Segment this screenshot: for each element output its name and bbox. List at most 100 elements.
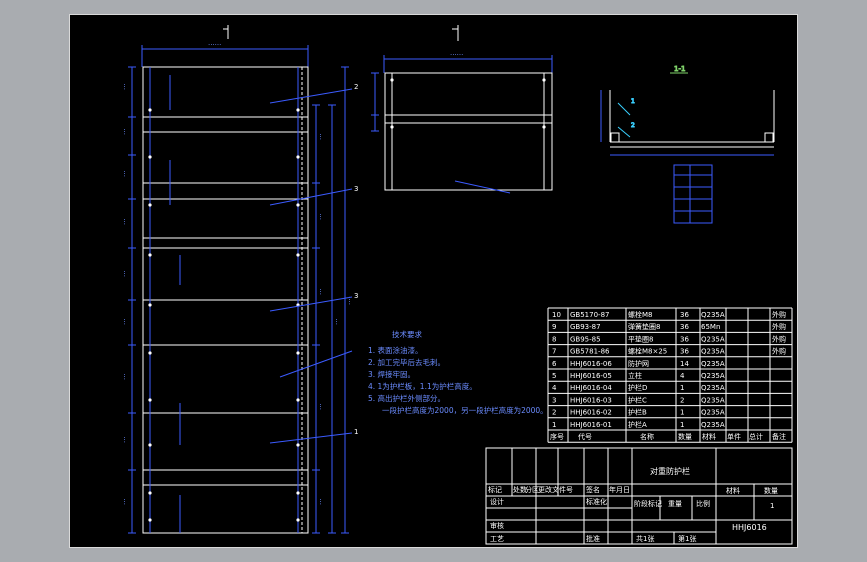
- bom-cell-code: HHJ6016-03: [570, 396, 612, 404]
- svg-text:2: 2: [631, 122, 635, 129]
- svg-text:····: ····: [346, 296, 354, 305]
- svg-text:···: ···: [121, 436, 129, 443]
- svg-text:2: 2: [354, 83, 358, 91]
- bom-cell-name: 弹簧垫圈8: [628, 322, 660, 331]
- bom-cell-name: 护栏C: [628, 395, 647, 404]
- bom-cell-material: 65Mn: [701, 323, 720, 331]
- bom-header-cell: 材料: [702, 432, 716, 441]
- bom-cell-qty: 1: [680, 409, 684, 417]
- bom-cell-code: HHJ6016-05: [570, 372, 612, 380]
- bom-cell-qty: 1: [680, 384, 684, 392]
- bom-cell-qty: 4: [680, 372, 685, 380]
- bom-cell-name: 螺栓M8×25: [628, 347, 667, 356]
- bom-cell-remark: 外购: [772, 310, 786, 319]
- bom-cell-name: 防护网: [628, 359, 649, 368]
- bom-cell-index: 8: [552, 335, 556, 343]
- svg-text:1: 1: [354, 428, 358, 436]
- svg-text:···: ···: [317, 213, 325, 220]
- bom-cell-qty: 14: [680, 360, 689, 368]
- svg-text:3: 3: [354, 185, 358, 193]
- section-detail: 1-1 1 2: [600, 65, 775, 156]
- bom-cell-qty: 36: [680, 335, 689, 343]
- svg-text:1: 1: [631, 98, 635, 105]
- bom-cell-material: Q235A: [701, 384, 725, 392]
- bom-cell-index: 9: [552, 323, 556, 331]
- drawing-sheet: ··· ···: [69, 14, 798, 548]
- svg-text:···: ···: [333, 318, 341, 325]
- bom-cell-name: 立柱: [628, 371, 642, 380]
- svg-text:重量: 重量: [668, 500, 682, 508]
- bom-header-cell: 备注: [772, 432, 786, 441]
- symbol-table: [673, 164, 713, 224]
- svg-text:1-1: 1-1: [674, 65, 685, 73]
- svg-text:···: ···: [121, 218, 129, 225]
- bom-cell-code: HHJ6016-02: [570, 409, 612, 417]
- bom-cell-index: 6: [552, 360, 557, 368]
- svg-text:处数: 处数: [513, 485, 527, 494]
- bom-cell-index: 7: [552, 348, 556, 356]
- bom-cell-qty: 36: [680, 311, 689, 319]
- technical-notes: 技术要求 1. 表面涂油漆。 2. 加工完毕后去毛刺。 3. 焊接牢固。 4. …: [368, 329, 548, 415]
- svg-text:阶段标记: 阶段标记: [634, 499, 662, 508]
- bom-cell-code: HHJ6016-01: [570, 421, 612, 429]
- svg-text:第1张: 第1张: [678, 534, 696, 543]
- svg-text:数量: 数量: [764, 486, 778, 495]
- bom-cell-code: GB5170-87: [570, 311, 609, 319]
- svg-text:···: ···: [121, 270, 129, 277]
- svg-text:标准化: 标准化: [586, 497, 607, 506]
- svg-text:批准: 批准: [586, 534, 600, 543]
- bom-cell-name: 护栏A: [628, 420, 647, 429]
- svg-text:1. 表面涂油漆。: 1. 表面涂油漆。: [368, 345, 423, 355]
- svg-text:1: 1: [770, 502, 774, 510]
- svg-text:工艺: 工艺: [490, 535, 504, 543]
- svg-text:3: 3: [354, 292, 358, 300]
- bom-cell-qty: 1: [680, 421, 684, 429]
- bom-cell-remark: 外购: [772, 322, 786, 331]
- bom-cell-qty: 36: [680, 348, 689, 356]
- bom-cell-material: Q235A: [701, 360, 725, 368]
- bom-cell-index: 3: [552, 396, 556, 404]
- bom-cell-material: Q235A: [701, 372, 725, 380]
- svg-text:······: ······: [450, 51, 463, 59]
- bom-cell-index: 4: [552, 384, 557, 392]
- bom-cell-code: HHJ6016-04: [570, 384, 612, 392]
- svg-text:审核: 审核: [490, 521, 504, 530]
- title-block: 对重防护栏 HHJ6016 标记 处数 分区 更改文件号 签名 年月日 设计 审…: [485, 447, 793, 545]
- svg-text:······: ······: [208, 41, 221, 49]
- bom-cell-code: HHJ6016-06: [570, 360, 612, 368]
- svg-text:比例: 比例: [696, 499, 710, 508]
- bom-cell-index: 1: [552, 421, 556, 429]
- svg-text:对重防护栏: 对重防护栏: [650, 466, 690, 476]
- bom-cell-name: 护栏B: [628, 408, 647, 417]
- bom-cell-remark: 外购: [772, 347, 786, 356]
- svg-text:年月日: 年月日: [609, 485, 630, 494]
- bom-cell-index: 2: [552, 409, 556, 417]
- bom-cell-material: Q235A: [701, 335, 725, 343]
- svg-text:技术要求: 技术要求: [392, 329, 422, 339]
- bom-cell-qty: 36: [680, 323, 689, 331]
- svg-text:···: ···: [121, 318, 129, 325]
- svg-text:2. 加工完毕后去毛刺。: 2. 加工完毕后去毛刺。: [368, 357, 445, 367]
- svg-text:HHJ6016: HHJ6016: [732, 523, 767, 532]
- bom-header-cell: 单件: [727, 432, 741, 441]
- svg-text:更改文件号: 更改文件号: [538, 485, 573, 494]
- bom-header-cell: 总计: [749, 432, 763, 441]
- bom-header-cell: 序号: [550, 432, 564, 441]
- svg-text:共1张: 共1张: [636, 534, 654, 543]
- svg-text:设计: 设计: [490, 497, 504, 506]
- bom-cell-code: GB5781-86: [570, 348, 610, 356]
- bom-header-cell: 名称: [640, 432, 654, 441]
- svg-text:···: ···: [121, 83, 129, 90]
- svg-text:4. 1为护栏板，1.1为护栏高度。: 4. 1为护栏板，1.1为护栏高度。: [368, 381, 477, 391]
- svg-text:···: ···: [317, 403, 325, 410]
- bom-cell-index: 10: [552, 311, 561, 319]
- bom-cell-material: Q235A: [701, 348, 725, 356]
- bom-cell-qty: 2: [680, 396, 684, 404]
- bom-cell-remark: 外购: [772, 334, 786, 343]
- bom-cell-code: GB93-87: [570, 323, 601, 331]
- bom-cell-name: 护栏D: [628, 383, 647, 392]
- bom-cell-material: Q235A: [701, 311, 725, 319]
- svg-text:···: ···: [121, 498, 129, 505]
- svg-text:3. 焊接牢固。: 3. 焊接牢固。: [368, 369, 415, 379]
